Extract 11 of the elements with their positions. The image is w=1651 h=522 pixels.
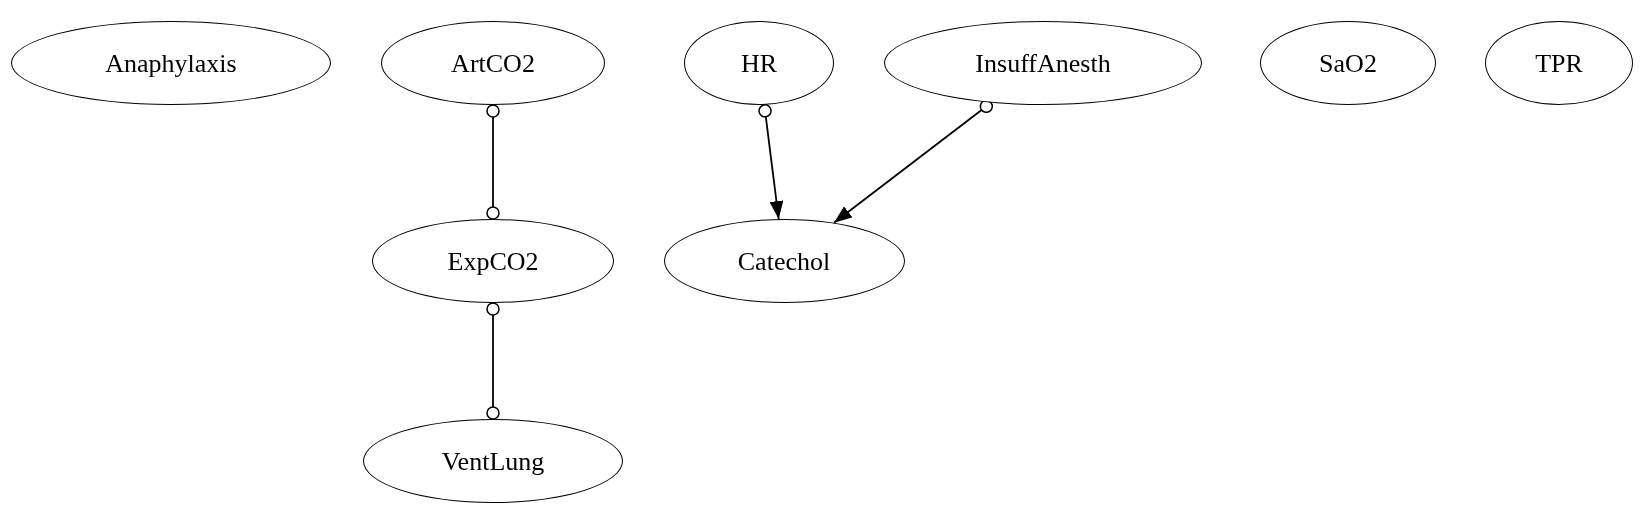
node-label: ArtCO2 xyxy=(451,47,535,80)
node-label: SaO2 xyxy=(1319,47,1377,80)
arrow xyxy=(833,99,994,224)
node-label: VentLung xyxy=(441,445,545,478)
node-label: HR xyxy=(740,47,778,80)
node-label: Anaphylaxis xyxy=(105,47,237,80)
node-label: TPR xyxy=(1535,47,1583,80)
node-label: Catechol xyxy=(737,245,831,278)
node-label: ExpCO2 xyxy=(447,245,539,278)
arrow xyxy=(758,104,784,220)
node-label: InsuffAnesth xyxy=(975,47,1111,80)
